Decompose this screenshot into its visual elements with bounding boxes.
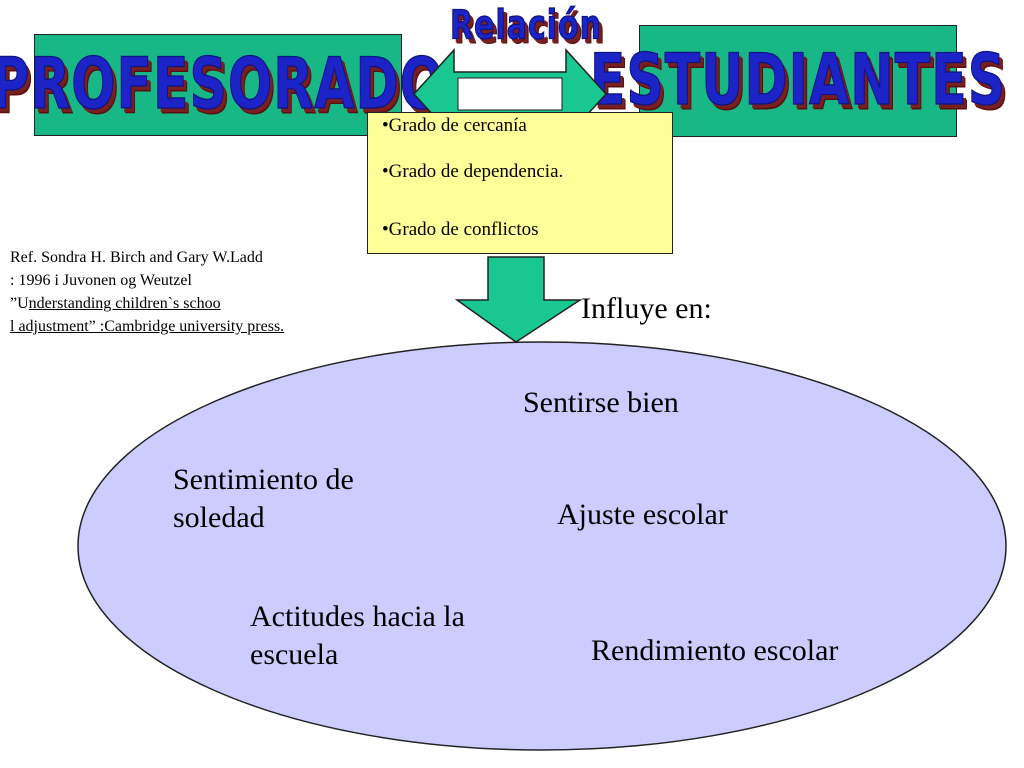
- outcomes-ellipse: [77, 341, 1007, 751]
- relacion-label: Relación: [449, 1, 603, 50]
- estudiantes-label: ESTUDIANTES: [589, 40, 1007, 122]
- reference-line-underlined: nderstanding children`s schoo: [28, 295, 221, 312]
- outcome-ajuste-escolar: Ajuste escolar: [557, 498, 728, 531]
- outcome-soledad-line2: soledad: [173, 501, 265, 534]
- list-item: •Grado de cercanía: [382, 115, 527, 136]
- influence-label: Influye en:: [581, 292, 712, 325]
- outcome-actitudes: Actitudes hacia la escuela: [250, 598, 465, 674]
- reference-line: ”Understanding children`s schoo: [10, 292, 370, 315]
- reference-line: : 1996 i Juvonen og Weutzel: [10, 272, 192, 289]
- outcome-rendimiento: Rendimiento escolar: [591, 634, 839, 667]
- outcome-sentirse-bien: Sentirse bien: [523, 386, 679, 419]
- outcome-actitudes-line2: escuela: [250, 638, 339, 671]
- estudiantes-box: ESTUDIANTES: [589, 25, 1006, 137]
- reference-line: l adjustment” :Cambridge university pres…: [10, 318, 285, 335]
- outcome-soledad: Sentimiento de soledad: [173, 461, 354, 537]
- list-item: •Grado de conflictos: [382, 219, 539, 240]
- outcome-actitudes-line1: Actitudes hacia la: [250, 600, 465, 633]
- outcome-soledad-line1: Sentimiento de: [173, 463, 354, 496]
- reference-citation: Ref. Sondra H. Birch and Gary W.Ladd : 1…: [10, 246, 370, 338]
- relacion-title: Relación: [449, 1, 601, 50]
- relationship-dimensions-box: •Grado de cercanía •Grado de dependencia…: [367, 112, 673, 254]
- profesorado-box: PROFESORADO: [0, 34, 444, 136]
- down-arrow-icon: [455, 256, 583, 343]
- reference-line-prefix: ”U: [10, 295, 29, 312]
- reference-line: Ref. Sondra H. Birch and Gary W.Ladd: [10, 249, 263, 266]
- list-item: •Grado de dependencia.: [382, 161, 564, 182]
